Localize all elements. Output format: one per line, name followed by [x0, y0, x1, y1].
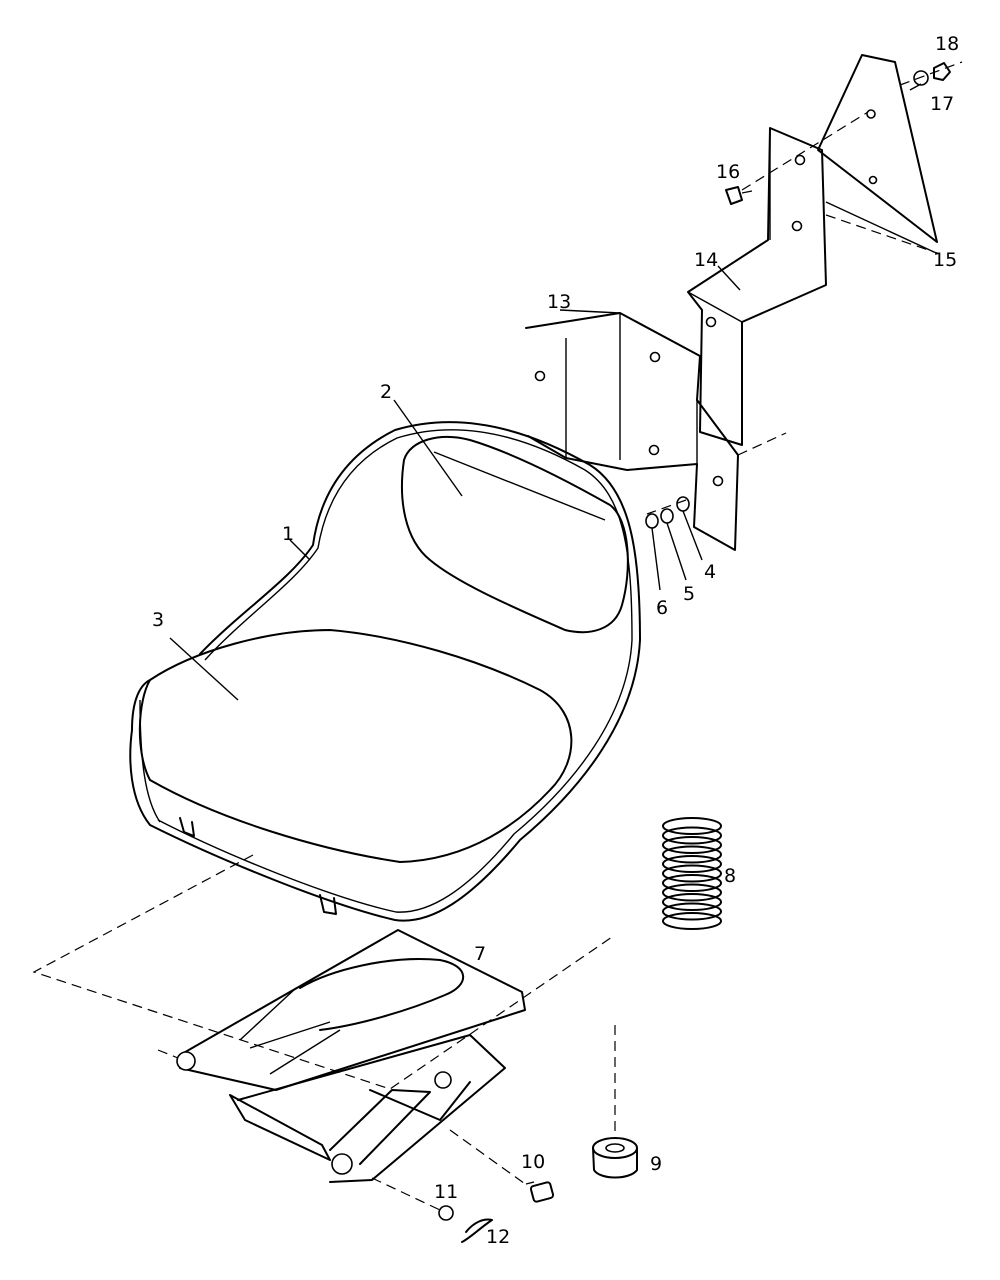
callout-15: 15	[933, 249, 957, 271]
callout-1: 1	[282, 523, 294, 545]
part-15-triangle-plate	[817, 54, 938, 253]
callout-2: 2	[380, 381, 392, 403]
seat-mount-tabs	[179, 817, 337, 915]
part-3-seat-cushion	[138, 629, 573, 863]
spring-coil	[662, 864, 722, 883]
callout-5: 5	[683, 583, 695, 605]
callout-9: 9	[650, 1153, 662, 1175]
part-16-bolt	[725, 186, 753, 205]
spring-coil	[662, 912, 722, 930]
part-17-18-washer-nut	[913, 62, 951, 86]
spring-coil	[662, 817, 722, 835]
part-14-l-bracket	[687, 127, 827, 446]
spring-coil	[662, 902, 722, 921]
part-12-cotter-pin	[461, 1218, 493, 1243]
callout-3: 3	[152, 609, 164, 631]
callout-labels: 1 2 3 4 5 6 7 8 9 10 11 12 13 14 15 16 1…	[152, 33, 959, 1248]
part-4-5-6-nut-washers	[645, 496, 690, 529]
spring-coil	[662, 883, 722, 902]
callout-17: 17	[930, 93, 954, 115]
spring-coil	[662, 836, 722, 854]
spring-coil	[662, 855, 722, 873]
callout-18: 18	[935, 33, 959, 55]
part-9-damper	[592, 1137, 638, 1179]
callout-10: 10	[521, 1151, 545, 1173]
leader-lines	[169, 83, 941, 701]
spring-coil	[662, 845, 722, 864]
callout-12: 12	[486, 1226, 510, 1248]
callout-4: 4	[704, 561, 716, 583]
scissor-linkage	[229, 1034, 506, 1183]
callout-7: 7	[474, 943, 486, 965]
part-8-coil-spring	[662, 817, 722, 930]
part-7-suspension-plate	[176, 929, 526, 1091]
part-10-knob	[525, 1181, 555, 1203]
callout-14: 14	[694, 249, 718, 271]
part-11-washer	[438, 1205, 454, 1221]
spring-coil	[662, 893, 722, 911]
callout-16: 16	[716, 161, 740, 183]
callout-13: 13	[547, 291, 571, 313]
callout-6: 6	[656, 597, 668, 619]
assembly-lines	[32, 61, 963, 1211]
spring-coil	[662, 874, 722, 892]
part-2-back-cushion	[401, 436, 629, 634]
part-13-back-bracket	[525, 312, 739, 551]
callout-11: 11	[434, 1181, 458, 1203]
callout-8: 8	[724, 865, 736, 887]
spring-coil	[662, 826, 722, 845]
